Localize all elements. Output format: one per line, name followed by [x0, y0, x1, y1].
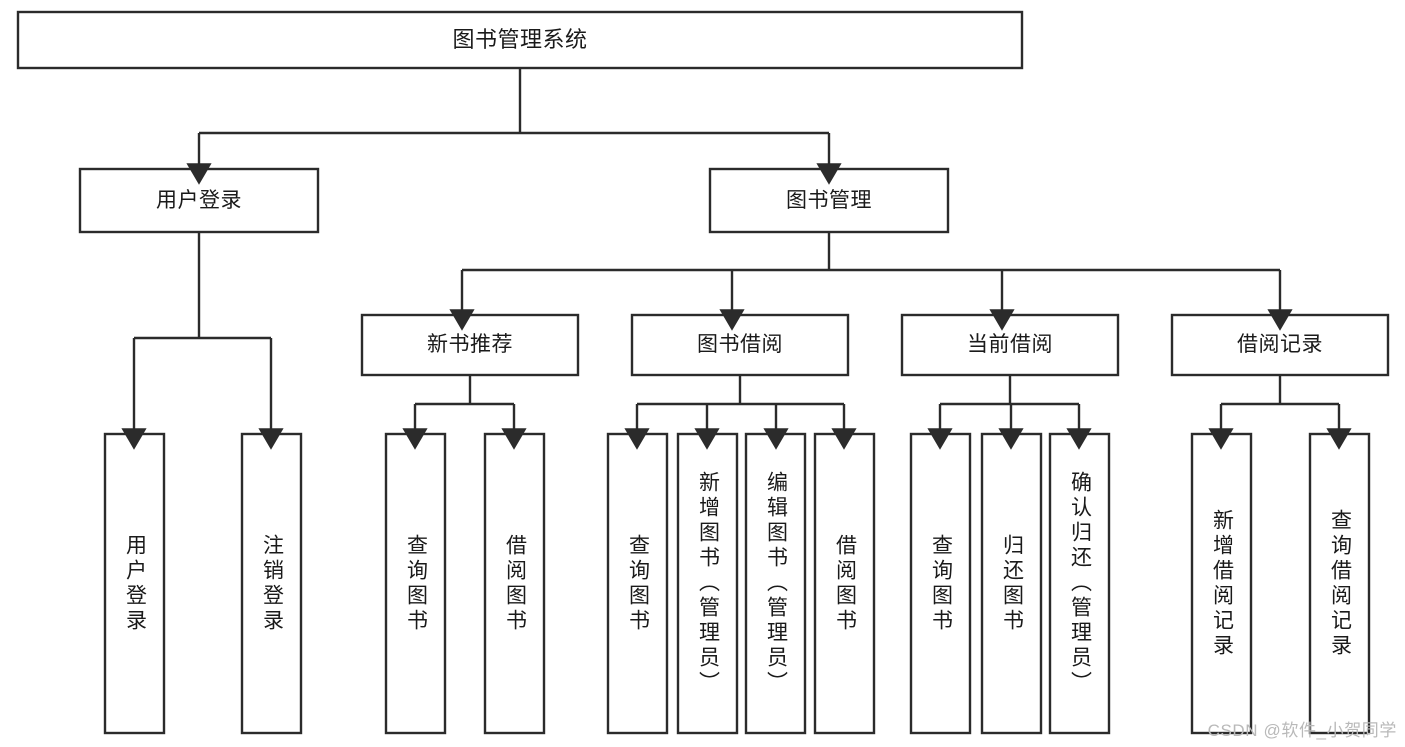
node-box-new-book-recommend[interactable]: [360, 313, 580, 377]
node-box-current-borrow[interactable]: [900, 313, 1120, 377]
node-box-leaf-borrow-book-rec[interactable]: [483, 432, 546, 735]
node-box-leaf-query-book-borrow[interactable]: [606, 432, 669, 735]
node-box-root[interactable]: [16, 10, 1024, 70]
node-box-leaf-add-record[interactable]: [1190, 432, 1253, 735]
node-box-leaf-add-book[interactable]: [676, 432, 739, 735]
node-box-book-manage[interactable]: [708, 167, 950, 234]
node-box-leaf-borrow-book[interactable]: [813, 432, 876, 735]
node-box-user-login[interactable]: [78, 167, 320, 234]
node-box-borrow-record[interactable]: [1170, 313, 1390, 377]
node-box-leaf-confirm-return[interactable]: [1048, 432, 1111, 735]
node-box-leaf-query-book-current[interactable]: [909, 432, 972, 735]
node-box-leaf-query-record[interactable]: [1308, 432, 1371, 735]
node-box-book-borrow[interactable]: [630, 313, 850, 377]
node-box-leaf-user-login[interactable]: [103, 432, 166, 735]
node-box-leaf-user-logout[interactable]: [240, 432, 303, 735]
node-box-leaf-query-book-rec[interactable]: [384, 432, 447, 735]
node-box-leaf-edit-book[interactable]: [744, 432, 807, 735]
node-box-leaf-return-book[interactable]: [980, 432, 1043, 735]
